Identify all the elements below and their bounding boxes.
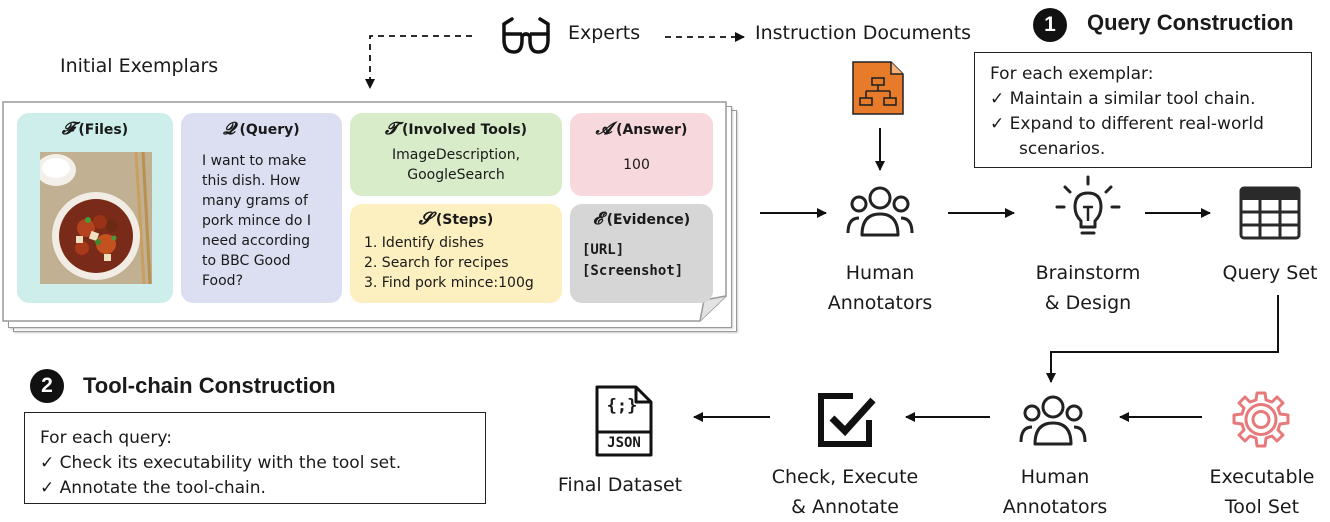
json-label: JSON [607, 435, 641, 451]
query-text: I want to make this dish. How many grams… [202, 151, 311, 291]
people-icon [1019, 395, 1087, 446]
tool-name: ImageDescription, [391, 147, 521, 163]
label-line: Brainstorm [1035, 262, 1141, 284]
label-line: Human [845, 262, 915, 284]
label-line: & Design [1044, 292, 1132, 314]
query-item-1: ✓ Maintain a similar tool chain. [990, 89, 1256, 109]
steps-card: 𝓢(Steps) 1. Identify dishes 2. Search fo… [350, 204, 562, 303]
executable-tool-set-label: Executable Tool Set [1192, 462, 1330, 522]
query-card-title: 𝓠(Query) [181, 119, 342, 139]
people-icon [846, 186, 914, 237]
label-line: Annotators [827, 292, 933, 314]
evidence-line: [URL] [582, 242, 625, 258]
query-label: (Query) [239, 122, 300, 138]
answer-value: 100 [623, 157, 650, 173]
tools-symbol: 𝓣 [384, 119, 398, 139]
json-braces: {;} [606, 396, 638, 416]
tools-label: (Involved Tools) [401, 122, 528, 138]
tool-name: GoogleSearch [407, 167, 505, 183]
steps-text: 1. Identify dishes 2. Search for recipes… [364, 233, 534, 293]
evidence-label: (Evidence) [606, 212, 691, 228]
answer-card: 𝓐(Answer) 100 [570, 113, 713, 196]
human-annotators-top-label: Human Annotators [810, 258, 950, 318]
files-symbol: 𝓕 [61, 119, 75, 139]
query-line: to BBC Good [202, 253, 291, 269]
step-2-badge: 2 [30, 369, 64, 403]
human-annotators-bottom-label: Human Annotators [985, 462, 1125, 522]
query-card: 𝓠(Query) I want to make this dish. How m… [181, 113, 342, 303]
dashed-arrow-experts-to-exemplars [365, 35, 472, 89]
step-line: 1. Identify dishes [364, 235, 484, 251]
query-construction-box: For each exemplar: ✓ Maintain a similar … [974, 52, 1312, 168]
files-card-title: 𝓕(Files) [17, 119, 173, 139]
check-execute-label: Check, Execute & Annotate [755, 462, 935, 522]
glasses-icon [502, 17, 550, 54]
experts-label: Experts [568, 22, 641, 44]
query-line: this dish. How [202, 173, 301, 189]
dish-photo [40, 152, 152, 284]
lightbulb-icon [1055, 175, 1121, 235]
label-line: Annotators [1002, 496, 1108, 518]
evidence-symbol: 𝓔 [592, 209, 603, 229]
files-label: (Files) [78, 122, 129, 138]
query-line: need according [202, 233, 311, 249]
evidence-card-title: 𝓔(Evidence) [570, 209, 713, 229]
query-intro: For each exemplar: [990, 64, 1154, 84]
json-file-icon [595, 385, 653, 457]
answer-symbol: 𝓐 [595, 119, 613, 139]
brainstorm-design-label: Brainstorm & Design [1018, 258, 1158, 318]
label-line: Human [1020, 466, 1090, 488]
document-icon [852, 61, 904, 115]
step-1-badge: 1 [1033, 8, 1067, 42]
instruction-documents-label: Instruction Documents [755, 22, 972, 44]
answer-card-title: 𝓐(Answer) [570, 119, 713, 139]
steps-symbol: 𝓢 [418, 209, 432, 229]
tools-card-title: 𝓣(Involved Tools) [350, 119, 562, 139]
evidence-card: 𝓔(Evidence) [URL] [Screenshot] [570, 204, 713, 303]
toolchain-item-2: ✓ Annotate the tool-chain. [40, 478, 266, 498]
label-line: Tool Set [1224, 496, 1300, 518]
label-line: Executable [1209, 466, 1315, 488]
query-set-label: Query Set [1222, 262, 1318, 284]
toolchain-item-1: ✓ Check its executability with the tool … [40, 453, 402, 473]
initial-exemplars-label: Initial Exemplars [60, 55, 219, 77]
evidence-text: [URL] [Screenshot] [582, 240, 683, 282]
steps-card-title: 𝓢(Steps) [350, 209, 562, 229]
step-line: 2. Search for recipes [364, 255, 509, 271]
tools-card: 𝓣(Involved Tools) ImageDescription, Goog… [350, 113, 562, 196]
checkbox-icon [818, 393, 876, 447]
query-line: many grams of [202, 193, 308, 209]
evidence-line: [Screenshot] [582, 263, 684, 279]
files-card: 𝓕(Files) [17, 113, 173, 303]
tool-chain-construction-title: Tool-chain Construction [83, 373, 336, 398]
final-dataset-label: Final Dataset [557, 474, 683, 496]
table-icon [1239, 186, 1301, 240]
label-line: Check, Execute [771, 466, 919, 488]
query-item-2: ✓ Expand to different real-world [990, 114, 1264, 134]
query-item-3: scenarios. [1019, 139, 1106, 159]
query-line: I want to make [202, 153, 307, 169]
query-construction-title: Query Construction [1087, 10, 1294, 35]
answer-label: (Answer) [616, 122, 688, 138]
tool-chain-construction-box: For each query: ✓ Check its executabilit… [24, 412, 486, 504]
query-line: Food? [202, 273, 244, 289]
step-line: 3. Find pork mince:100g [364, 275, 534, 291]
arrow-queryset-to-annotators [1046, 295, 1279, 383]
query-symbol: 𝓠 [223, 119, 236, 139]
steps-label: (Steps) [435, 212, 494, 228]
tools-text: ImageDescription, GoogleSearch [350, 145, 562, 185]
query-line: pork mince do I [202, 213, 311, 229]
label-line: & Annotate [791, 496, 899, 518]
toolchain-intro: For each query: [40, 428, 172, 448]
gear-icon [1232, 391, 1290, 448]
